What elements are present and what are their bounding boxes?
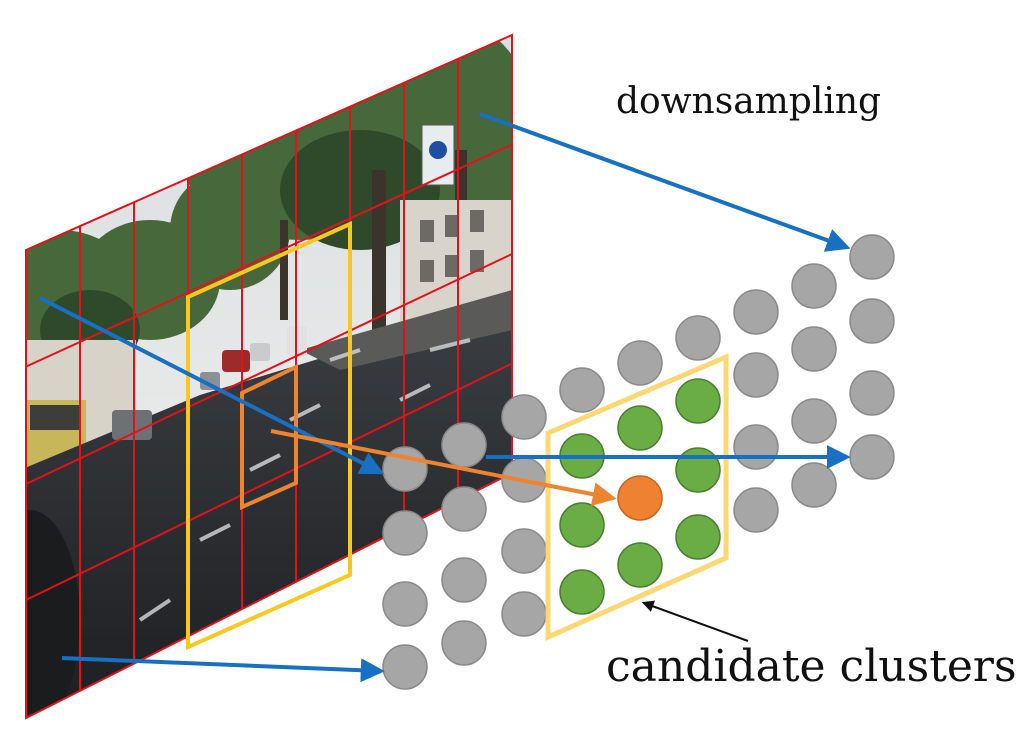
node — [441, 486, 487, 532]
cluster-node — [617, 542, 663, 588]
node — [849, 370, 895, 416]
node — [791, 263, 837, 309]
node-grid — [382, 234, 895, 690]
node — [791, 398, 837, 444]
cluster-node — [675, 447, 721, 493]
node — [501, 394, 547, 440]
node — [501, 591, 547, 637]
node — [849, 298, 895, 344]
node — [733, 352, 779, 398]
node — [441, 557, 487, 603]
label-pointer — [641, 600, 749, 642]
center-node — [617, 475, 663, 521]
node — [849, 234, 895, 280]
cluster-node — [559, 502, 605, 548]
node — [441, 620, 487, 666]
cluster-node — [675, 378, 721, 424]
node — [733, 289, 779, 335]
node — [382, 581, 428, 627]
node — [733, 424, 779, 470]
node — [382, 644, 428, 690]
cluster-node — [559, 569, 605, 615]
candidate-clusters-label: candidate clusters — [606, 641, 1017, 692]
node — [382, 510, 428, 556]
node — [675, 315, 721, 361]
orange-arrow — [270, 429, 617, 507]
node — [501, 528, 547, 574]
node — [559, 367, 605, 413]
node — [441, 422, 487, 468]
candidate-cluster-box — [545, 353, 729, 641]
node — [733, 487, 779, 533]
node — [791, 326, 837, 372]
node — [617, 340, 663, 386]
street-scene-image — [26, 35, 512, 718]
downsampling-label: downsampling — [616, 81, 881, 122]
node — [791, 462, 837, 508]
cluster-node — [675, 514, 721, 560]
orange-window — [240, 363, 298, 511]
yellow-window — [186, 220, 352, 651]
cluster-node — [617, 405, 663, 451]
node — [849, 434, 895, 480]
